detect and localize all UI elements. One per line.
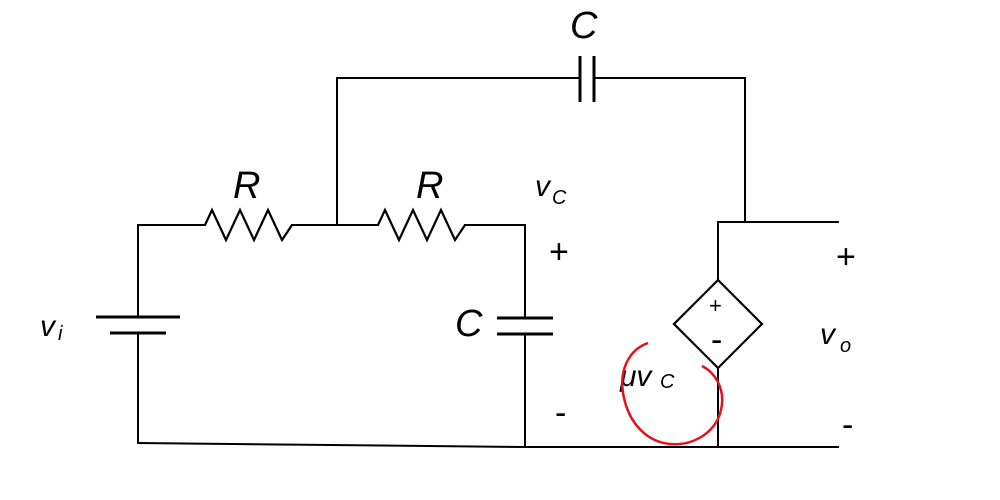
- capacitor-top-label: C: [570, 5, 598, 47]
- capacitor-mid: [497, 316, 553, 336]
- source-label: v i: [40, 310, 63, 345]
- vo-minus-sign: -: [842, 406, 853, 444]
- red-circle-annotation: [621, 341, 724, 446]
- vc-minus-sign: -: [555, 394, 566, 432]
- dependent-source-plus: +: [709, 293, 722, 318]
- dependent-source-minus: -: [711, 321, 722, 359]
- source-label-main: v: [40, 310, 57, 343]
- resistor-left-label: R: [233, 165, 260, 207]
- resistor-right-label: R: [416, 165, 443, 207]
- capacitor-top: [578, 56, 596, 102]
- resistor-left-zigzag: [204, 207, 293, 243]
- dependent-source: + -: [672, 278, 764, 370]
- vo-plus-sign: +: [836, 238, 856, 276]
- wires: [136, 77, 839, 449]
- wire-bottom-left: [136, 441, 527, 449]
- capacitor-mid-label: C: [455, 303, 483, 345]
- gain-label-sub: C: [660, 371, 675, 393]
- output-label-main: v: [820, 318, 837, 351]
- source-label-sub: i: [58, 323, 63, 345]
- output-label: v o: [820, 318, 851, 357]
- output-label-sub: o: [840, 335, 851, 357]
- resistor-left: [204, 207, 293, 243]
- node-vc-label-main: v: [535, 170, 552, 203]
- voltage-source: [96, 315, 180, 335]
- vc-plus-sign: +: [549, 233, 569, 271]
- node-vc-label-sub: C: [552, 187, 567, 209]
- gain-label-main: μv: [619, 360, 653, 393]
- resistor-right-zigzag: [377, 207, 466, 243]
- gain-label: μv C: [619, 360, 675, 393]
- resistor-right: [377, 207, 466, 243]
- dependent-source-diamond: [672, 278, 764, 370]
- node-vc-label: v C: [535, 170, 567, 209]
